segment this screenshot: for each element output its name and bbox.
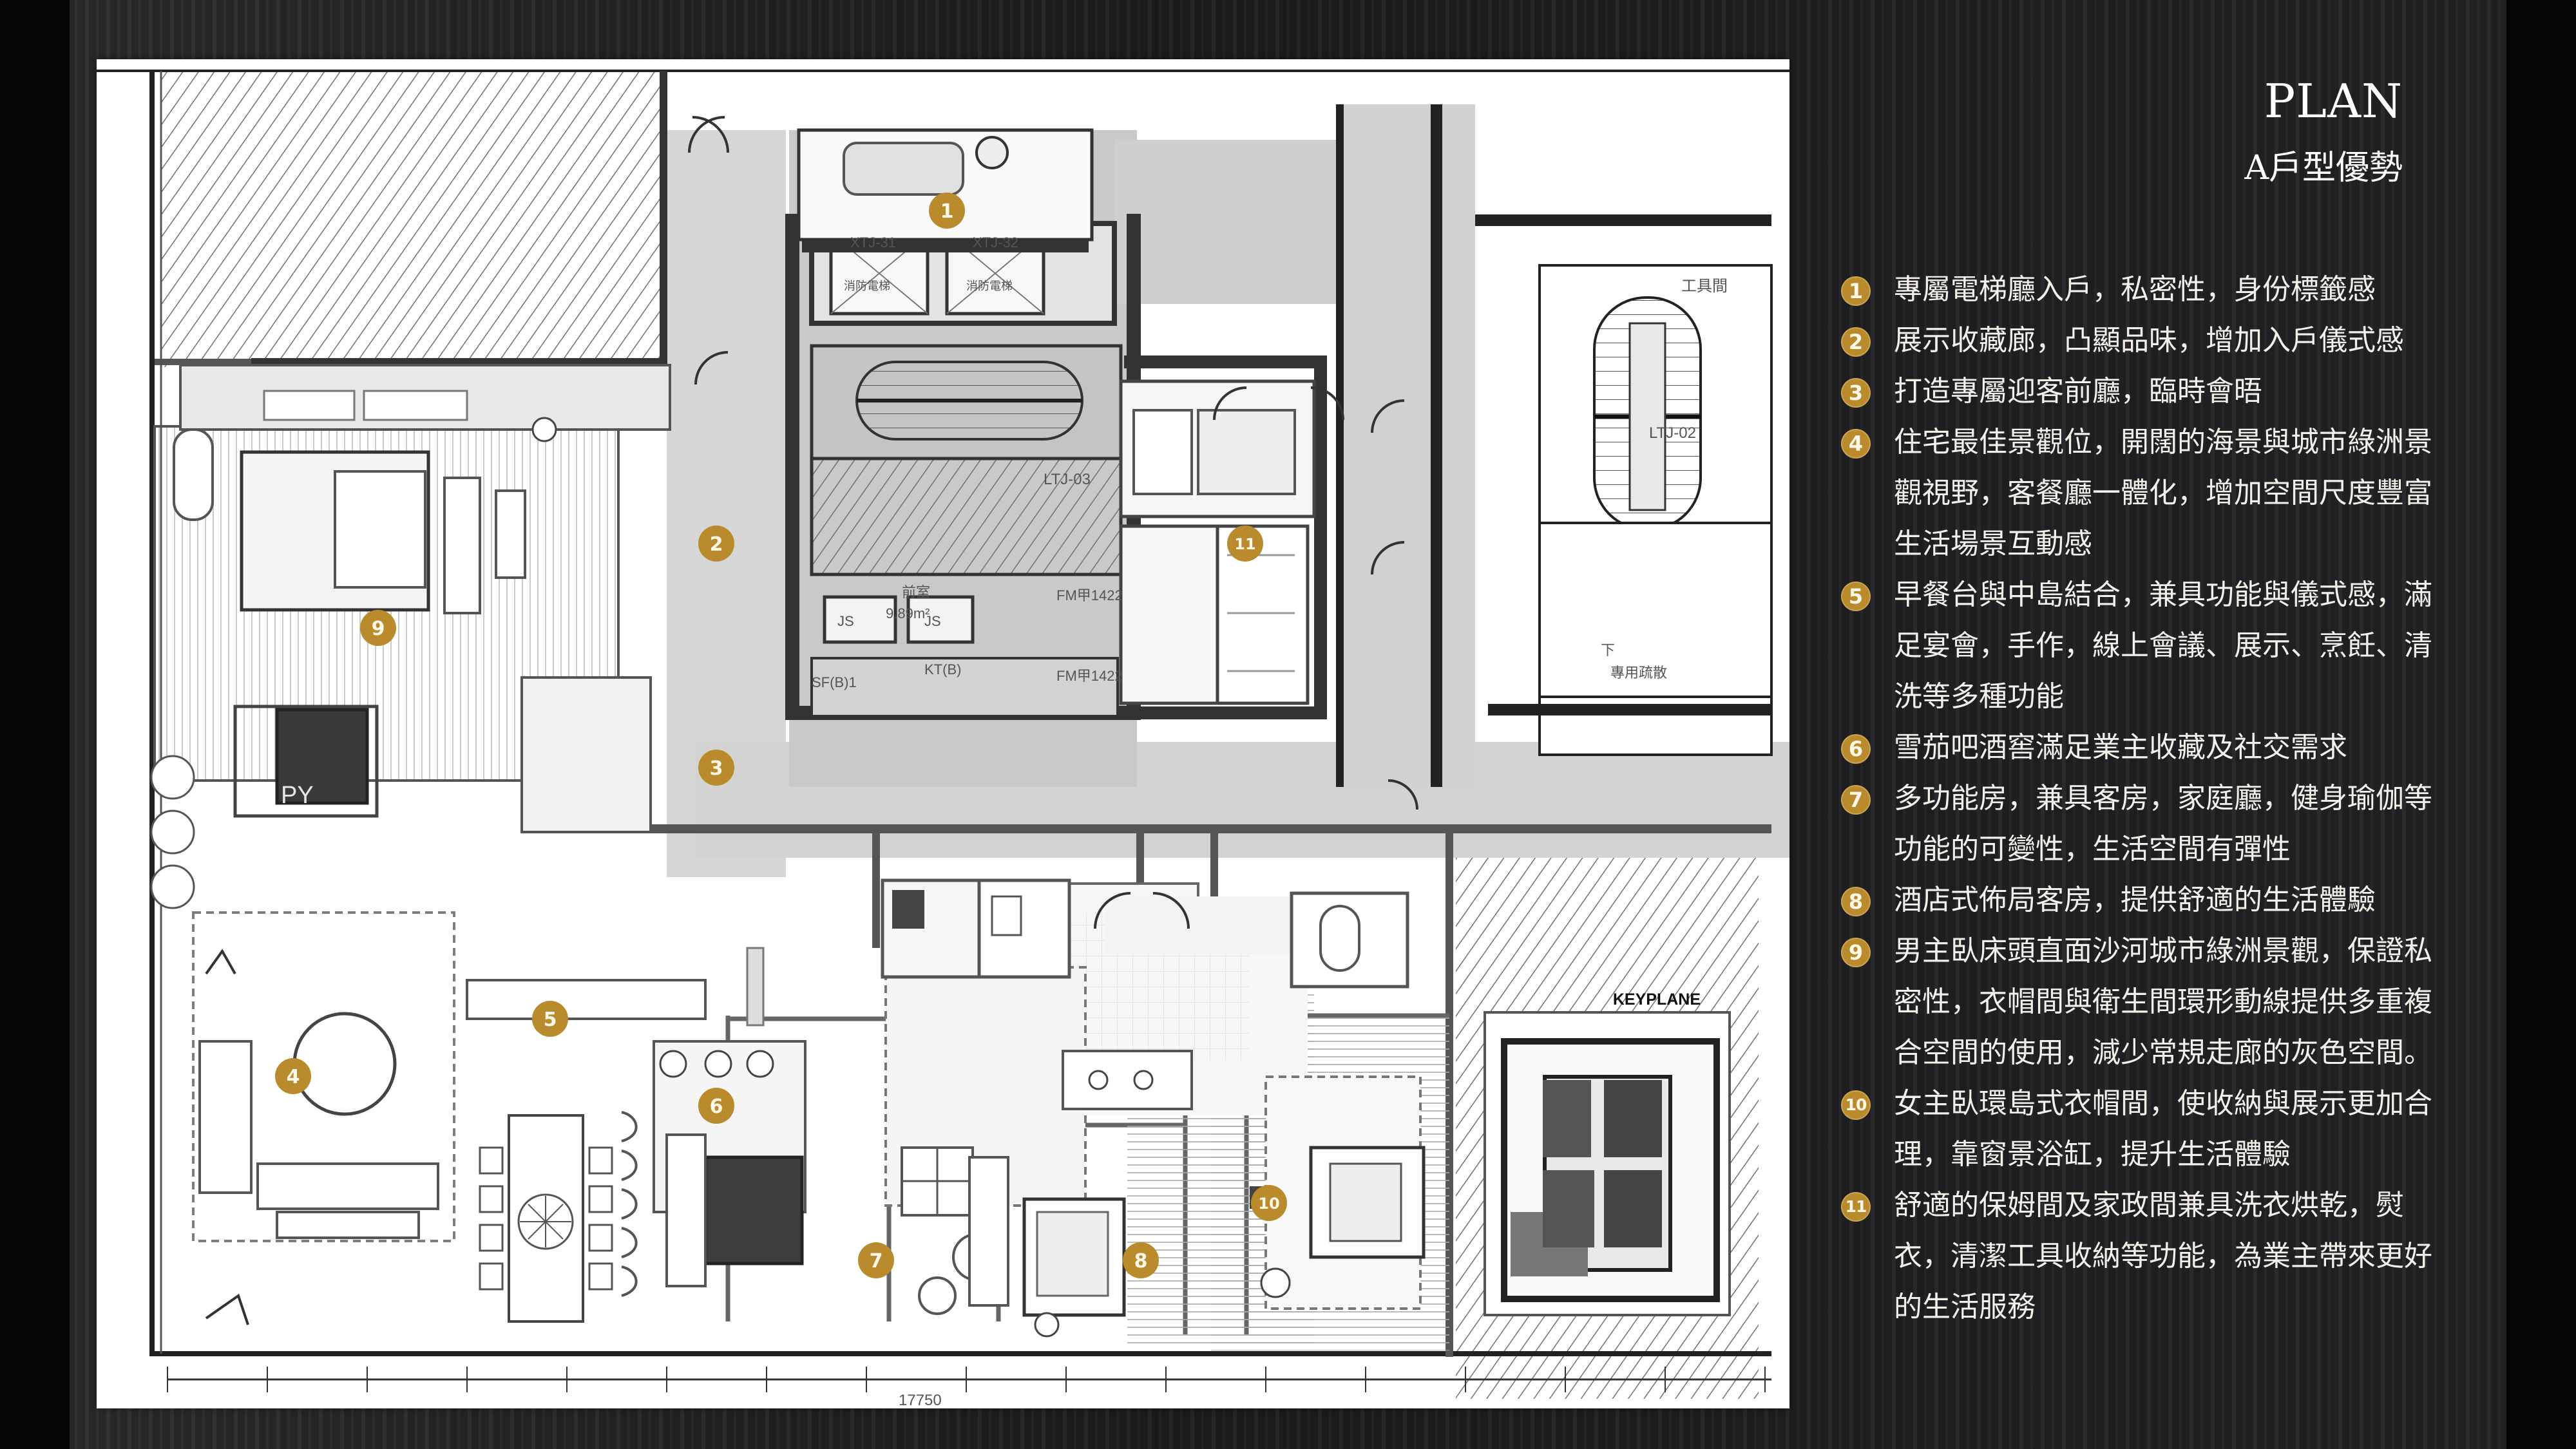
- advantage-item-5: 5 早餐台與中島結合，兼具功能與儀式感，滿足宴會，手作，線上會議、展示、烹飪、清…: [1841, 569, 2459, 722]
- marker-6: 6: [698, 1088, 734, 1124]
- xtj-31-label: XTJ-31: [850, 234, 896, 251]
- left-black-band: [0, 0, 70, 1449]
- svg-text:10: 10: [1258, 1195, 1279, 1213]
- marker-7: 7: [858, 1242, 894, 1278]
- right-black-band: [2506, 0, 2576, 1449]
- marker-8: 8: [1123, 1242, 1159, 1278]
- xtj-32-label: XTJ-32: [973, 234, 1018, 251]
- tool-room-label: 工具間: [1681, 278, 1728, 295]
- number-badge: 6: [1841, 734, 1871, 764]
- marker-9: 9: [360, 610, 396, 646]
- dimension-total-label: 17750: [899, 1392, 942, 1408]
- advantage-item-6: 6 雪茄吧酒窖滿足業主收藏及社交需求: [1841, 722, 2459, 773]
- advantage-text: 多功能房，兼具客房，家庭廳，健身瑜伽等功能的可變性，生活空間有彈性: [1894, 782, 2432, 866]
- page-title: PLAN: [2264, 74, 2403, 128]
- keyplane-inset: KEYPLANE: [1484, 990, 1731, 1316]
- svg-text:3: 3: [710, 757, 723, 780]
- number-badge: 3: [1841, 378, 1871, 408]
- number-badge: 10: [1841, 1090, 1871, 1120]
- number-badge: 8: [1841, 887, 1871, 916]
- advantage-item-10: 10 女主臥環島式衣帽間，使收納與展示更加合理，靠窗景浴缸，提升生活體驗: [1841, 1078, 2459, 1180]
- fm-label-2: FM甲1422: [1056, 668, 1123, 684]
- fire-elevator-label-1: 消防電梯: [844, 279, 890, 292]
- marker-5: 5: [532, 1001, 568, 1037]
- advantage-text: 展示收藏廊，凸顯品味，增加入戶儀式感: [1894, 324, 2404, 357]
- northwest-hatched-balcony: [161, 71, 663, 367]
- advantage-text: 早餐台與中島結合，兼具功能與儀式感，滿足宴會，手作，線上會議、展示、烹飪、清洗等…: [1894, 578, 2432, 713]
- advantage-item-11: 11 舒適的保姆間及家政間兼具洗衣烘乾，熨衣，清潔工具收納等功能，為業主帶來更好…: [1841, 1180, 2459, 1332]
- kt-b-label: KT(B): [924, 661, 961, 677]
- plan-small-labels: 工具間 專用疏散 下 PY LTJ-02 LTJ-03 XTJ-31 XTJ-3…: [281, 234, 1728, 1408]
- js-label-2: JS: [924, 613, 941, 629]
- svg-text:11: 11: [1234, 535, 1255, 553]
- advantage-text: 住宅最佳景觀位，開闊的海景與城市綠洲景觀視野，客餐廳一體化，增加空間尺度豐富生活…: [1894, 426, 2432, 560]
- marker-11: 11: [1227, 526, 1263, 562]
- marker-3: 3: [698, 750, 734, 786]
- front-room-label: 前室: [902, 584, 930, 600]
- advantage-text: 男主臥床頭直面沙河城市綠洲景觀，保證私密性，衣帽間與衛生間環形動線提供多重複合空…: [1894, 934, 2432, 1069]
- number-badge: 9: [1841, 938, 1871, 967]
- fm-label-1: FM甲1422: [1056, 587, 1123, 603]
- svg-text:2: 2: [710, 533, 723, 556]
- marker-2: 2: [698, 526, 734, 562]
- advantage-text: 雪茄吧酒窖滿足業主收藏及社交需求: [1894, 731, 2347, 764]
- svg-text:8: 8: [1134, 1250, 1148, 1273]
- area-label: 9.89m²: [886, 605, 930, 621]
- page-subtitle: A戶型優勢: [2244, 149, 2403, 187]
- svg-text:6: 6: [710, 1095, 723, 1118]
- advantage-item-7: 7 多功能房，兼具客房，家庭廳，健身瑜伽等功能的可變性，生活空間有彈性: [1841, 773, 2459, 875]
- svg-text:4: 4: [287, 1066, 300, 1088]
- advantage-text: 女主臥環島式衣帽間，使收納與展示更加合理，靠窗景浴缸，提升生活體驗: [1894, 1087, 2432, 1171]
- advantage-text: 打造專屬迎客前廳，臨時會晤: [1894, 375, 2262, 408]
- advantage-text: 酒店式佈局客房，提供舒適的生活體驗: [1894, 884, 2376, 916]
- plan-number-markers: 1 2 3 4 5: [275, 193, 1287, 1278]
- advantage-item-9: 9 男主臥床頭直面沙河城市綠洲景觀，保證私密性，衣帽間與衛生間環形動線提供多重複…: [1841, 925, 2459, 1078]
- floor-plan-drawing: KEYPLANE 工具間 專用疏散 下 PY LTJ-02 LTJ-03 XTJ…: [97, 59, 1789, 1408]
- js-label-1: JS: [837, 613, 854, 629]
- svg-text:1: 1: [940, 200, 954, 223]
- fire-elevator-label-2: 消防電梯: [966, 279, 1013, 292]
- advantage-item-2: 2 展示收藏廊，凸顯品味，增加入戶儀式感: [1841, 315, 2459, 366]
- east-service-corridor: [1340, 104, 1475, 787]
- private-fire-exit-label: 專用疏散: [1610, 665, 1667, 681]
- down-label: 下: [1601, 642, 1615, 658]
- living-room-rug-4: [192, 911, 455, 1242]
- ltj-03-label: LTJ-03: [1044, 471, 1091, 488]
- advantage-item-1: 1 專屬電梯廳入戶，私密性，身份標籤感: [1841, 264, 2459, 315]
- advantages-list: 1 專屬電梯廳入戶，私密性，身份標籤感 2 展示收藏廊，凸顯品味，增加入戶儀式感…: [1841, 264, 2459, 1332]
- svg-text:9: 9: [372, 618, 385, 640]
- marker-4: 4: [275, 1058, 311, 1094]
- py-label: PY: [281, 782, 314, 809]
- sf-b1-label: SF(B)1: [812, 674, 857, 690]
- number-badge: 11: [1841, 1192, 1871, 1222]
- svg-text:5: 5: [544, 1009, 557, 1031]
- advantage-text: 專屬電梯廳入戶，私密性，身份標籤感: [1894, 273, 2376, 306]
- advantage-item-3: 3 打造專屬迎客前廳，臨時會晤: [1841, 366, 2459, 417]
- marker-1: 1: [929, 193, 965, 229]
- keyplane-label: KEYPLANE: [1613, 990, 1701, 1009]
- svg-text:7: 7: [870, 1250, 883, 1273]
- number-badge: 2: [1841, 327, 1871, 357]
- number-badge: 7: [1841, 785, 1871, 815]
- number-badge: 4: [1841, 429, 1871, 459]
- advantage-item-8: 8 酒店式佈局客房，提供舒適的生活體驗: [1841, 875, 2459, 925]
- advantage-text: 舒適的保姆間及家政間兼具洗衣烘乾，熨衣，清潔工具收納等功能，為業主帶來更好的生活…: [1894, 1189, 2432, 1323]
- number-badge: 1: [1841, 276, 1871, 306]
- floor-plan-panel: KEYPLANE 工具間 專用疏散 下 PY LTJ-02 LTJ-03 XTJ…: [97, 59, 1789, 1408]
- advantage-item-4: 4 住宅最佳景觀位，開闊的海景與城市綠洲景觀視野，客餐廳一體化，增加空間尺度豐富…: [1841, 417, 2459, 569]
- marker-10: 10: [1251, 1185, 1287, 1221]
- number-badge: 5: [1841, 582, 1871, 611]
- ltj-02-label: LTJ-02: [1649, 424, 1696, 442]
